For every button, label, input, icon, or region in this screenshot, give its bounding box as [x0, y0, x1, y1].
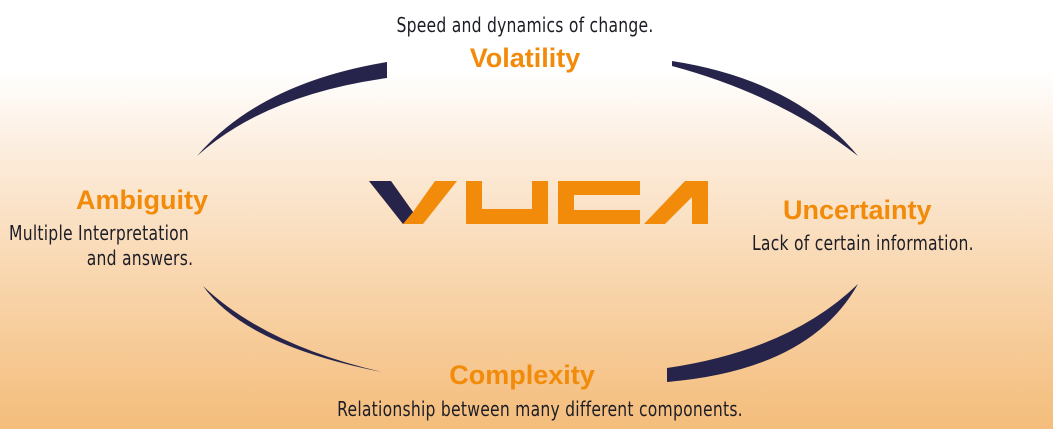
ambiguity-description-line-2: and answers. [86, 246, 194, 270]
volatility-title: Volatility [469, 43, 581, 73]
uncertainty-description: Lack of certain information. [752, 231, 974, 255]
complexity-description: Relationship between many different comp… [337, 397, 743, 421]
arc-top-right [672, 61, 858, 156]
logo-letter-a [644, 181, 708, 224]
logo-letter-u [466, 181, 548, 224]
complexity-title: Complexity [449, 360, 595, 390]
arc-bottom-right [667, 284, 858, 382]
uncertainty-title: Uncertainty [783, 195, 932, 225]
vuca-logo: VUCA [369, 181, 708, 224]
logo-letter-v-accent [369, 181, 413, 224]
arc-bottom-left [203, 286, 382, 372]
logo-letter-c [558, 181, 640, 224]
volatility-description: Speed and dynamics of change. [396, 13, 654, 37]
ambiguity-description-line-1: Multiple Interpretation [9, 221, 190, 245]
ambiguity-title: Ambiguity [76, 185, 208, 215]
arc-top-left [197, 62, 387, 156]
